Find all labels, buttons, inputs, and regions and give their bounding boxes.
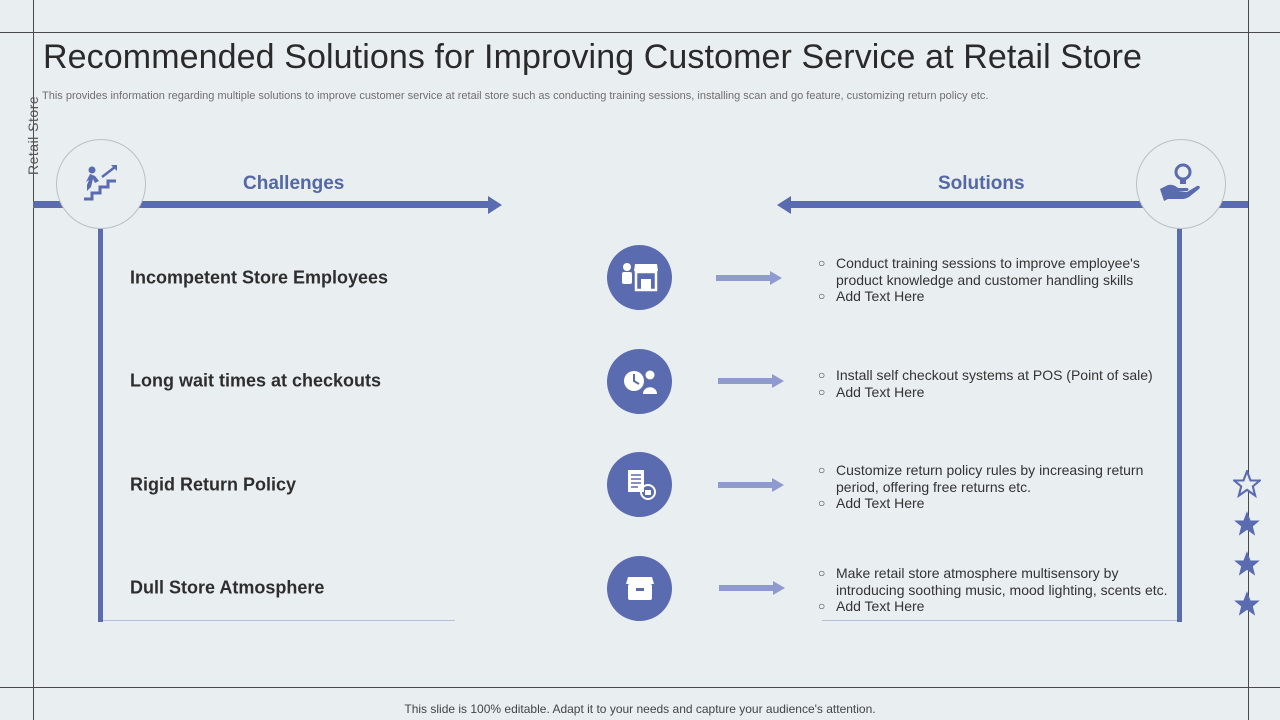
solution-item: ○Add Text Here [818, 383, 925, 400]
bullet-icon: ○ [818, 566, 826, 580]
store-employees-icon [621, 262, 658, 291]
row-arrow [719, 581, 785, 595]
solution-item: ○Add Text Here [818, 495, 925, 511]
bullet-icon: ○ [818, 289, 826, 303]
side-label: Retail Store [25, 95, 41, 175]
frame-line-left [33, 0, 34, 720]
star-icon [1234, 511, 1260, 536]
challenge-label: Dull Store Atmosphere [130, 577, 325, 598]
solution-list: ○Conduct training sessions to improve em… [818, 255, 1178, 305]
challenges-heading: Challenges [243, 173, 345, 194]
store-front-icon [625, 576, 654, 600]
challenges-vertical-line [98, 228, 103, 622]
slide-title: Recommended Solutions for Improving Cust… [43, 38, 1143, 76]
clock-person-icon [623, 370, 657, 394]
row-icon-circle [607, 245, 672, 310]
solution-list: ○Install self checkout systems at POS (P… [818, 367, 1178, 400]
solutions-bar-arrowhead [777, 196, 791, 214]
frame-line-right [1248, 0, 1249, 720]
solutions-bar [790, 201, 1248, 208]
challenges-bottom-line [103, 620, 455, 621]
solution-item: ○Install self checkout systems at POS (P… [818, 367, 1153, 383]
row-icon-circle [607, 349, 672, 414]
slide-subtitle: This provides information regarding mult… [42, 90, 989, 102]
bullet-icon: ○ [818, 496, 826, 510]
star-icon [1234, 551, 1260, 576]
solution-list: ○Customize return policy rules by increa… [818, 462, 1178, 512]
frame-line-bottom [0, 687, 1280, 688]
return-document-icon [627, 469, 656, 500]
footer-note: This slide is 100% editable. Adapt it to… [404, 702, 876, 716]
challenge-label: Rigid Return Policy [130, 474, 297, 495]
growth-stairs-icon [84, 165, 117, 201]
challenge-label: Incompetent Store Employees [130, 267, 389, 288]
challenge-label: Long wait times at checkouts [130, 370, 382, 391]
solutions-vertical-line [1177, 228, 1182, 622]
row-arrow [718, 478, 784, 492]
star-outline-icon [1233, 470, 1261, 498]
solution-item: ○Add Text Here [818, 288, 925, 304]
frame-line-top [0, 32, 1280, 33]
challenges-bar-arrowhead [488, 196, 502, 214]
bullet-icon: ○ [818, 256, 826, 270]
challenges-header-circle [56, 139, 146, 229]
row-arrow [718, 374, 784, 388]
bullet-icon: ○ [818, 384, 826, 399]
row-arrow [716, 271, 782, 285]
solutions-bottom-line [822, 620, 1177, 621]
row-icon-circle [607, 452, 672, 517]
row-icon-circle [607, 556, 672, 621]
solution-item: ○Add Text Here [818, 598, 925, 614]
solution-item: ○Make retail store atmosphere multisenso… [818, 565, 1168, 598]
star-icon [1234, 591, 1260, 616]
solution-item: ○Customize return policy rules by increa… [818, 462, 1144, 495]
challenges-bar [33, 201, 493, 208]
solutions-header-circle [1136, 139, 1226, 229]
bullet-icon: ○ [818, 463, 826, 477]
solution-list: ○Make retail store atmosphere multisenso… [818, 565, 1178, 615]
idea-hand-icon [1160, 163, 1200, 201]
bullet-icon: ○ [818, 599, 826, 613]
solutions-heading: Solutions [938, 173, 1025, 194]
bullet-icon: ○ [818, 368, 826, 382]
solution-item: ○Conduct training sessions to improve em… [818, 255, 1140, 288]
